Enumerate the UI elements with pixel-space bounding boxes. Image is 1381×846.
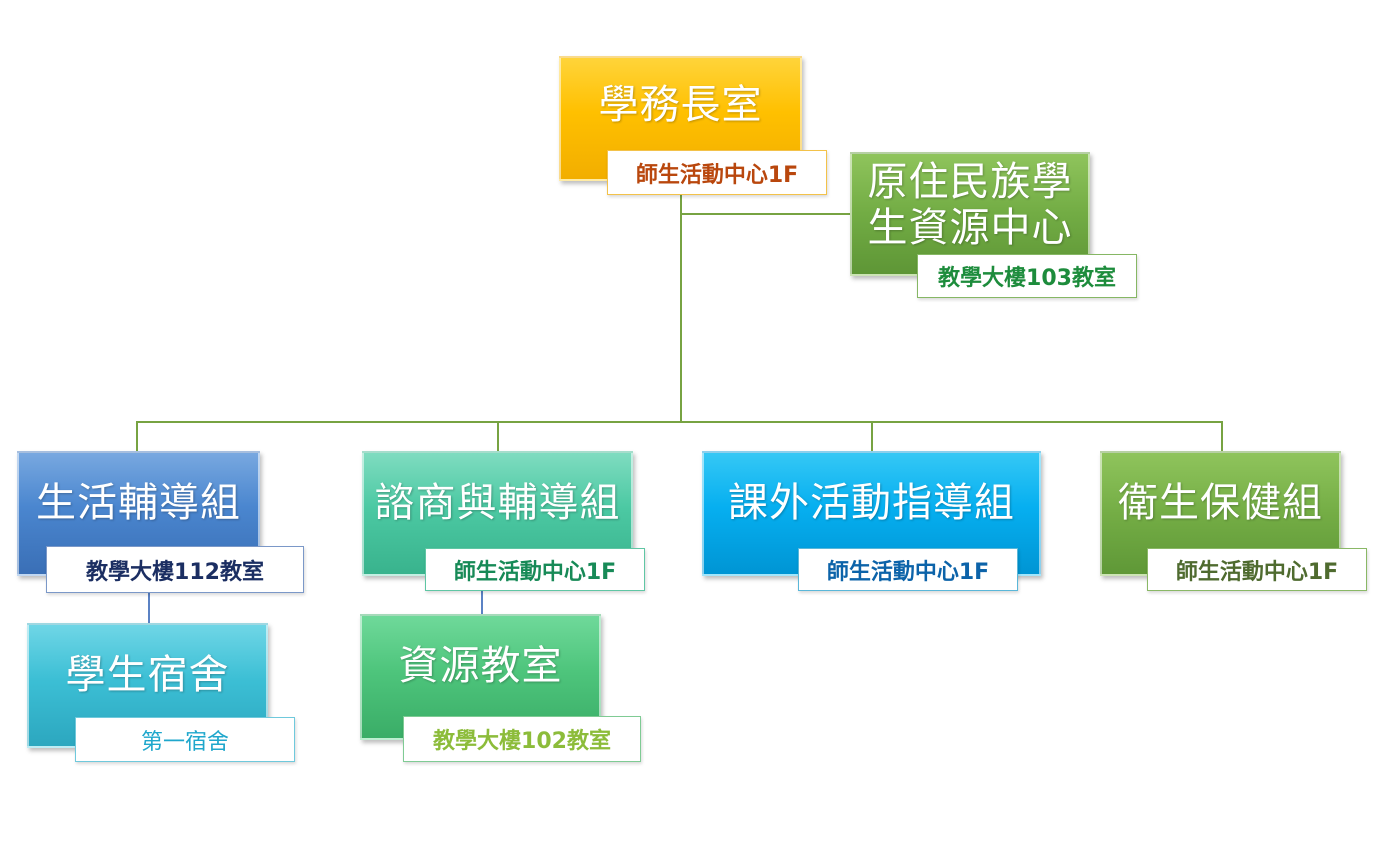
node-extracurricular-location: 師生活動中心1F	[798, 548, 1018, 591]
node-dean-office-location: 師生活動中心1F	[607, 150, 827, 195]
node-counseling-title: 諮商與輔導組	[374, 479, 621, 526]
node-indigenous-center-location: 教學大樓103教室	[917, 254, 1137, 298]
node-indigenous-center-title: 原住民族學 生資源中心	[868, 159, 1073, 251]
node-resource-classroom-location: 教學大樓102教室	[403, 716, 641, 762]
node-life-guidance-location: 教學大樓112教室	[46, 546, 304, 593]
node-health-title: 衛生保健組	[1118, 479, 1323, 526]
node-health-location: 師生活動中心1F	[1147, 548, 1367, 591]
node-indigenous-center-title-line2: 生資源中心	[867, 205, 1073, 251]
node-life-guidance-title: 生活輔導組	[36, 479, 241, 526]
node-dormitory[interactable]: 學生宿舍	[27, 623, 268, 748]
node-resource-classroom-title: 資源教室	[398, 643, 563, 689]
node-dormitory-title: 學生宿舍	[65, 651, 230, 698]
node-extracurricular-title: 課外活動指導組	[728, 479, 1015, 526]
node-counseling-location: 師生活動中心1F	[425, 548, 645, 591]
node-dormitory-location: 第一宿舍	[75, 717, 295, 762]
node-dean-office-title: 學務長室	[598, 81, 763, 128]
node-indigenous-center-title-line1: 原住民族學	[867, 159, 1073, 205]
